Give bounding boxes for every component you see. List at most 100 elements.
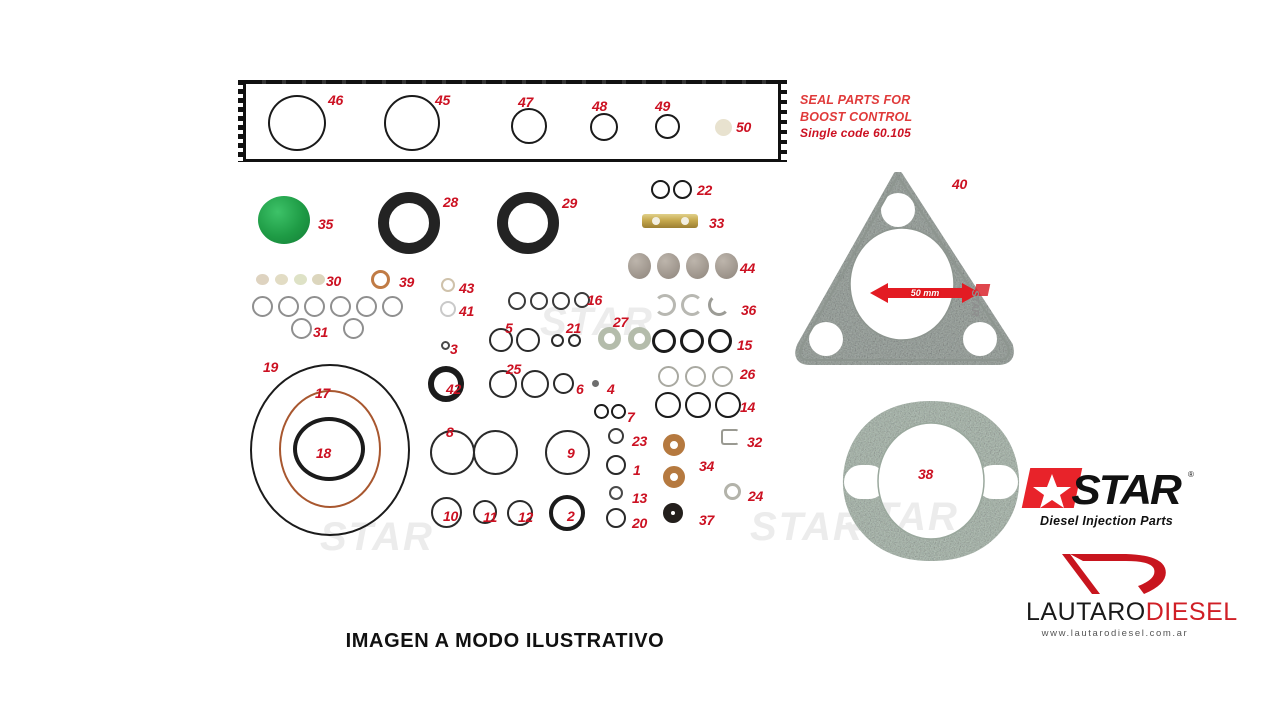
part-number-39: 39 [399,274,414,290]
part-number-9: 9 [567,445,575,461]
part-31-ring [278,296,299,317]
part-number-45: 45 [435,92,450,108]
lautaro-swoosh-icon [1062,554,1166,594]
part-31-ring [304,296,325,317]
part-number-32: 32 [747,434,762,450]
part-25-o-ring [521,370,549,398]
part-44-disc [686,253,709,279]
triangular-gasket-40 [790,172,1018,368]
part-33-bar-hole [681,217,689,225]
registered-icon: ® [1188,470,1194,479]
part-14-o-ring [715,392,741,418]
part-36-split-ring [681,294,703,316]
part-number-4: 4 [607,381,615,397]
part-29-o-ring [497,192,559,254]
part-46-ring [268,95,326,151]
part-1-o-ring [606,455,626,475]
boost-control-gasket-strip [238,80,787,162]
part-14-o-ring [655,392,681,418]
part-number-18: 18 [316,445,331,461]
part-22-o-ring [651,180,670,199]
part-number-6: 6 [576,381,584,397]
part-number-20: 20 [632,515,647,531]
part-31-ring [291,318,312,339]
part-number-15: 15 [737,337,752,353]
star-wordmark: STAR [1071,466,1181,513]
part-5-o-ring [489,328,513,352]
part-47-ring [511,108,547,144]
part-24-washer [724,483,741,500]
part-number-5: 5 [505,320,513,336]
oval-gasket-38 [828,395,1034,565]
part-31-ring [330,296,351,317]
part-10-o-ring [431,497,462,528]
part-11-o-ring [473,500,497,524]
seal-parts-callout: SEAL PARTS FOR BOOST CONTROL Single code… [800,92,960,142]
part-13-o-ring [609,486,623,500]
dimension-arrow-50mm: 50 mm [870,282,980,304]
part-7-o-ring [594,404,609,419]
part-37-black-seal [663,503,683,523]
part-number-12: 12 [518,509,533,525]
part-number-2: 2 [567,508,575,524]
part-number-30: 30 [326,273,341,289]
part-number-26: 26 [740,366,755,382]
lautaro-word-black: LAUTARO [1026,598,1146,626]
part-26-ring [658,366,679,387]
part-3-micro-ring [441,341,450,350]
part-30-washer [294,274,307,285]
part-number-44: 44 [740,260,755,276]
part-number-40: 40 [952,176,967,192]
part-43-ring [441,278,455,292]
part-number-38: 38 [918,466,933,482]
star-mark-badge [1021,468,1083,508]
part-15-o-ring [680,329,704,353]
lautaro-url: www.lautarodiesel.com.ar [1041,628,1189,639]
part-number-29: 29 [562,195,577,211]
part-number-48: 48 [592,98,607,114]
part-2-o-ring [549,495,585,531]
part-16-ring [574,292,590,308]
part-28-o-ring [378,192,440,254]
part-30-washer [275,274,288,285]
part-number-31: 31 [313,324,328,340]
part-44-disc [657,253,680,279]
part-number-28: 28 [443,194,458,210]
part-number-19: 19 [263,359,278,375]
part-number-24: 24 [748,488,763,504]
part-number-34: 34 [699,458,714,474]
part-number-21: 21 [566,320,581,336]
part-31-ring [252,296,273,317]
part-number-23: 23 [632,433,647,449]
part-15-o-ring [652,329,676,353]
part-21-o-ring [551,334,564,347]
part-number-13: 13 [632,490,647,506]
part-18-inner-ring [293,417,365,481]
part-34-copper-washer [663,466,685,488]
callout-line-1: SEAL PARTS FOR [800,93,911,107]
part-17-copper-ring [279,390,381,508]
part-number-17: 17 [315,385,330,401]
part-42-o-ring [428,366,464,402]
lautaro-diesel-logo: LAUTARODIESEL www.lautarodiesel.com.ar [1026,552,1237,652]
part-number-43: 43 [459,280,474,296]
part-27-washer [628,327,651,350]
part-20-o-ring [606,508,626,528]
part-number-37: 37 [699,512,714,528]
part-27-washer [598,327,621,350]
part-22-o-ring [673,180,692,199]
callout-line-3: Single code 60.105 [800,126,911,140]
part-number-11: 11 [483,509,497,525]
part-33-brass-bar [642,214,698,228]
part-41-ring [440,301,456,317]
part-number-16: 16 [587,292,602,308]
part-32-metal-clip [721,429,739,445]
part-number-36: 36 [741,302,756,318]
part-26-ring [712,366,733,387]
part-number-3: 3 [450,341,458,357]
part-16-ring [552,292,570,310]
part-6-o-ring [553,373,574,394]
lautaro-word-red: DIESEL [1145,598,1238,626]
part-31-ring [343,318,364,339]
